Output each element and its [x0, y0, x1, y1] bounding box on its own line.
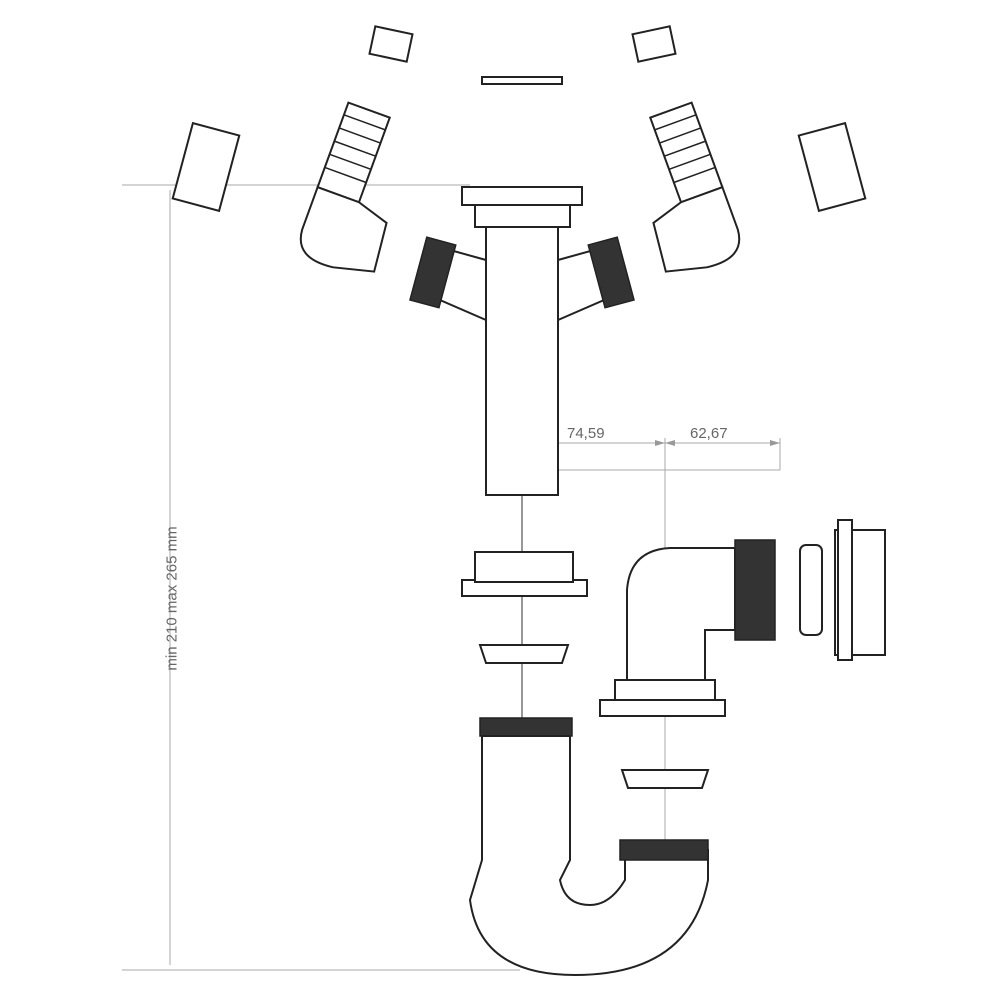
end-cap-left: [171, 121, 241, 213]
cone-washer-right: [620, 769, 710, 789]
nut: [461, 551, 588, 597]
hose-connector-right: [648, 101, 741, 273]
inlet-pipe: [409, 186, 635, 496]
u-trap: [468, 717, 709, 977]
dimension-offset-1: 74,59: [567, 425, 605, 442]
dimension-height-range: min 210 max 265 mm: [163, 526, 181, 671]
cap-left: [368, 25, 414, 63]
gasket-flat: [481, 76, 563, 85]
cone-washer-left: [478, 644, 570, 664]
dimension-offset-2: 62,67: [690, 425, 728, 442]
elbow-outlet: [599, 519, 886, 717]
hose-connector-left: [299, 101, 392, 273]
end-cap-right: [797, 121, 867, 213]
cap-right: [631, 25, 677, 63]
